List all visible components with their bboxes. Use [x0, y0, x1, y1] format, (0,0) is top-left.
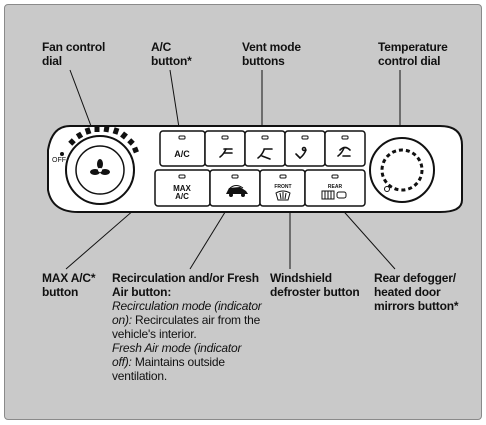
- max-button-text: MAX: [173, 184, 191, 193]
- vent-mode-floor-defrost-button[interactable]: [324, 130, 366, 167]
- temperature-control-dial[interactable]: [369, 137, 435, 203]
- vent-floor-icon: [295, 146, 307, 159]
- indicator-lights: [178, 135, 349, 179]
- rear-defrost-icon: [321, 190, 347, 200]
- fan-icon: [90, 159, 110, 175]
- vent-face-icon: [219, 148, 233, 158]
- rear-label: REAR: [328, 184, 343, 190]
- recirculation-description: Recirculation mode (indicator on): Recir…: [112, 299, 262, 383]
- max-ac-button-label: MAX A/C*button: [42, 271, 96, 299]
- recirculation-car-icon: [226, 185, 248, 197]
- front-defrost-icon: [275, 190, 291, 201]
- ac-button-text: A/C: [174, 149, 190, 159]
- fan-off-label: OFF: [52, 157, 66, 164]
- vent-floor-defrost-icon: [337, 146, 351, 157]
- rear-defogger-button[interactable]: [304, 169, 366, 207]
- front-label: FRONT: [274, 184, 291, 190]
- max-ac-button-text: A/C: [175, 192, 189, 201]
- vent-bilevel-icon: [257, 148, 273, 160]
